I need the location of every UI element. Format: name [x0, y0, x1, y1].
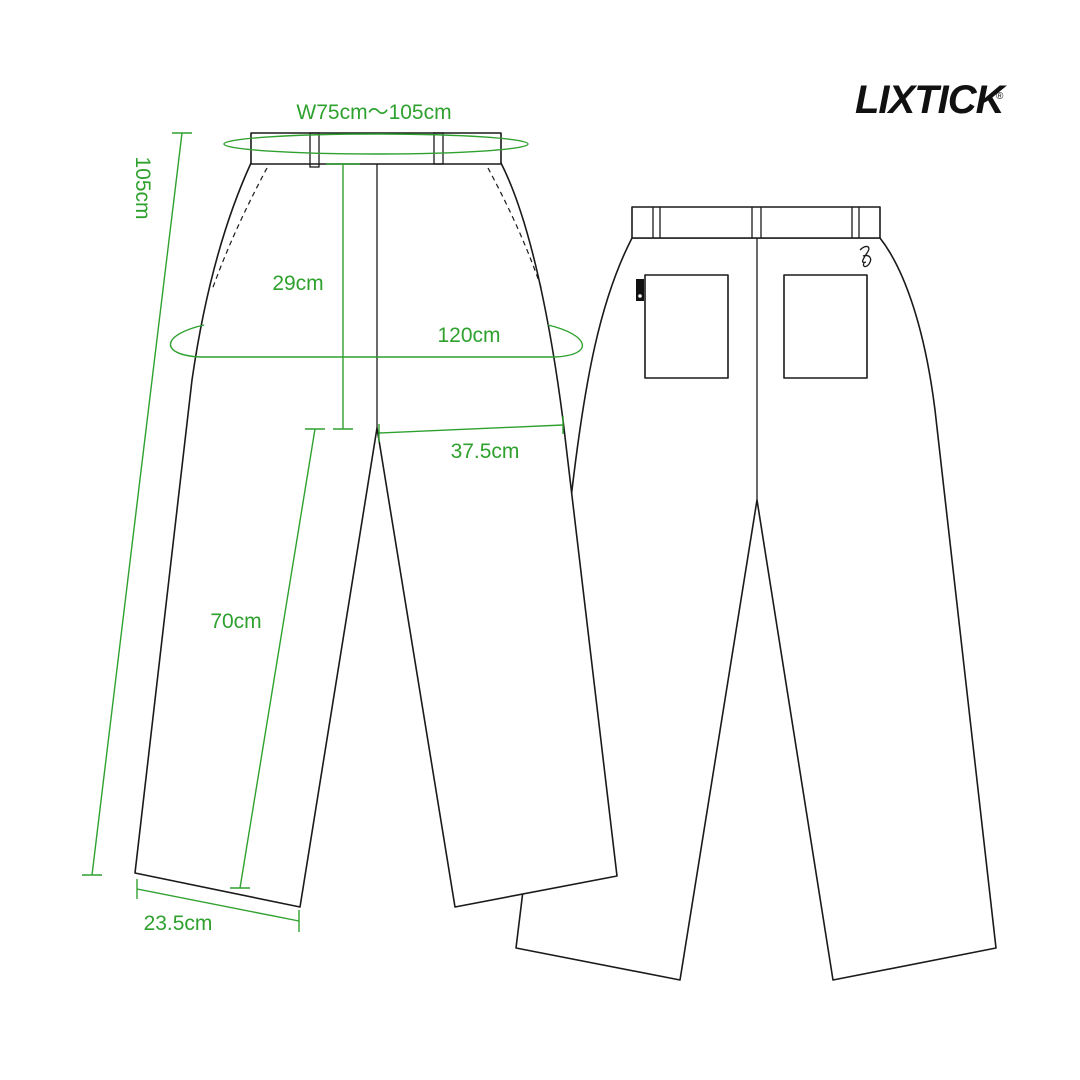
waist-label: W75cm〜105cm	[296, 101, 451, 124]
brand-logo-text: LIXTICK	[855, 78, 1008, 122]
back-waistband	[631, 206, 881, 239]
script-monogram-icon	[859, 245, 872, 268]
dimension-waist: W75cm〜105cm	[223, 101, 529, 155]
thigh-line	[378, 424, 564, 434]
waist-measure-loop	[223, 133, 529, 155]
inseam-line	[239, 428, 316, 889]
back-pocket-right	[783, 274, 868, 379]
front-pocket-left	[211, 167, 268, 291]
dimension-hip: 120cm	[169, 324, 584, 358]
inseam-label: 70cm	[210, 610, 261, 633]
rise-label: 29cm	[272, 272, 323, 295]
hip-label: 120cm	[437, 324, 500, 347]
front-pocket-right	[487, 167, 543, 291]
thigh-label: 37.5cm	[451, 440, 520, 463]
dimension-thigh: 37.5cm	[378, 416, 564, 463]
hem-label: 23.5cm	[144, 912, 213, 935]
front-waistband	[250, 132, 502, 165]
total-length-label: 105cm	[131, 156, 154, 219]
brand-logo: LIXTICK ®	[855, 78, 1009, 122]
hem-line	[136, 888, 300, 922]
front-belt-loop-left	[309, 132, 320, 168]
back-view	[515, 206, 997, 981]
dimension-rise: 29cm	[272, 163, 360, 430]
back-view-body	[515, 237, 997, 981]
registered-mark: ®	[996, 91, 1004, 102]
front-belt-loop-right	[433, 132, 444, 165]
dimension-total-length: 105cm	[82, 132, 192, 876]
dimension-hem: 23.5cm	[136, 879, 300, 935]
brand-tag-icon	[636, 279, 644, 301]
dimension-inseam: 70cm	[210, 428, 325, 889]
front-view-body	[134, 162, 618, 908]
total-length-line	[91, 132, 183, 876]
hip-measure-loop	[169, 324, 584, 358]
back-pocket-left	[644, 274, 729, 379]
front-view	[134, 132, 618, 908]
